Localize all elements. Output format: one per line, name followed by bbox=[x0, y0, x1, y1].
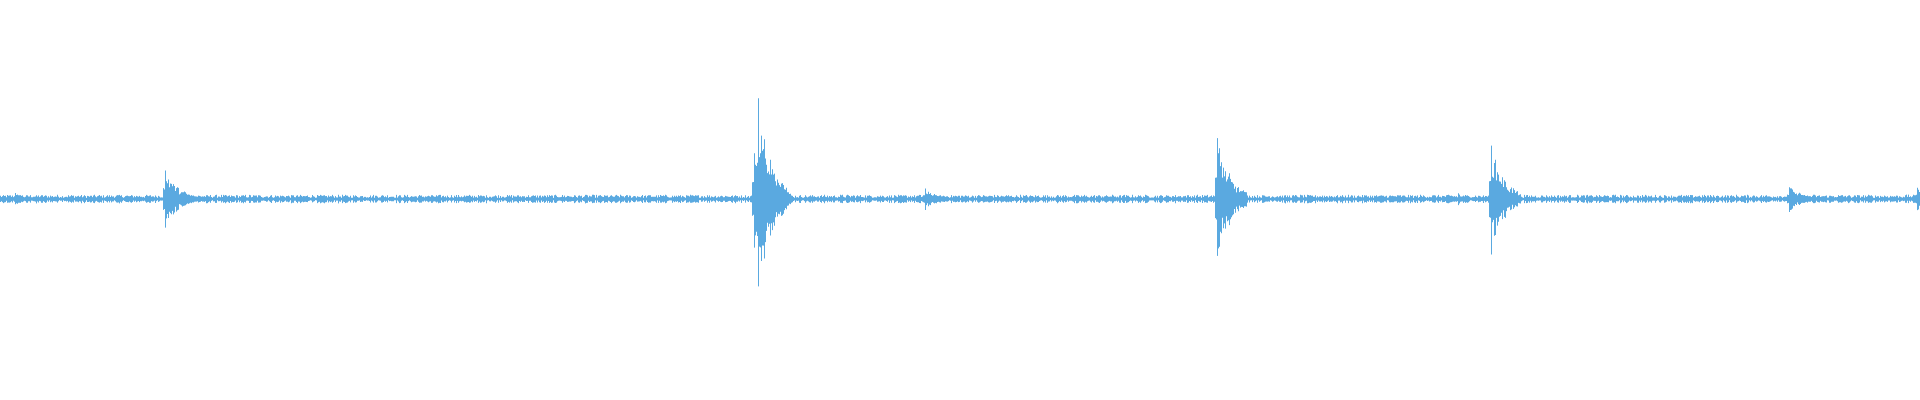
waveform-path bbox=[0, 98, 1920, 287]
waveform-trace bbox=[0, 98, 1920, 287]
